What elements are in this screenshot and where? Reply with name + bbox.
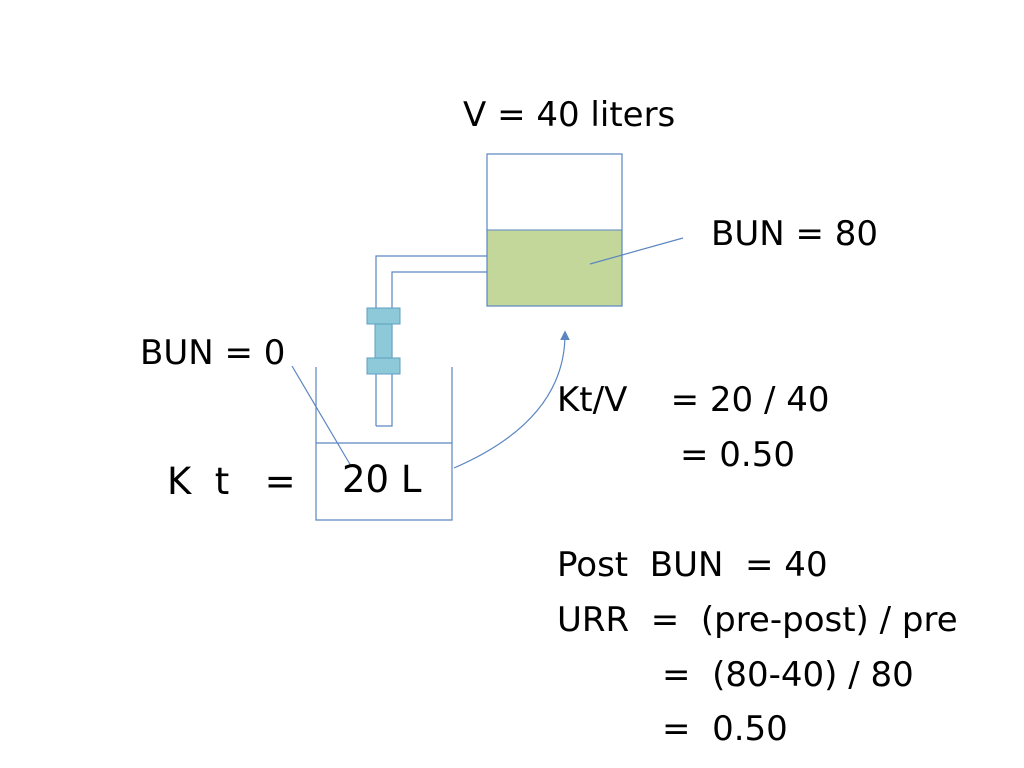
tube-inner-wall	[376, 271, 487, 427]
tank-fluid	[486, 229, 623, 307]
urr-equation-line2: = (80-40) / 80	[662, 655, 914, 695]
urr-equation-line1: URR = (pre-post) / pre	[557, 600, 958, 640]
bath-bun-leader	[291, 365, 352, 467]
tank-bun-leader	[589, 237, 684, 265]
tank-outline	[486, 153, 623, 307]
bath-bun-label: BUN = 0	[140, 333, 286, 373]
tube-outer-wall	[375, 255, 487, 426]
ktv-equation-line1: Kt/V = 20 / 40	[557, 380, 830, 420]
post-bun-label: Post BUN = 40	[557, 545, 828, 585]
kt-label: K t =	[167, 460, 296, 503]
dialyzer-icon	[366, 307, 401, 375]
transfer-arrow	[453, 330, 570, 469]
bath-volume-label: 20 L	[342, 458, 422, 501]
tank-bun-label: BUN = 80	[711, 214, 879, 254]
tank-volume-label: V = 40 liters	[463, 95, 676, 135]
urr-equation-line3: = 0.50	[662, 709, 788, 749]
ktv-equation-line2: = 0.50	[680, 435, 795, 475]
